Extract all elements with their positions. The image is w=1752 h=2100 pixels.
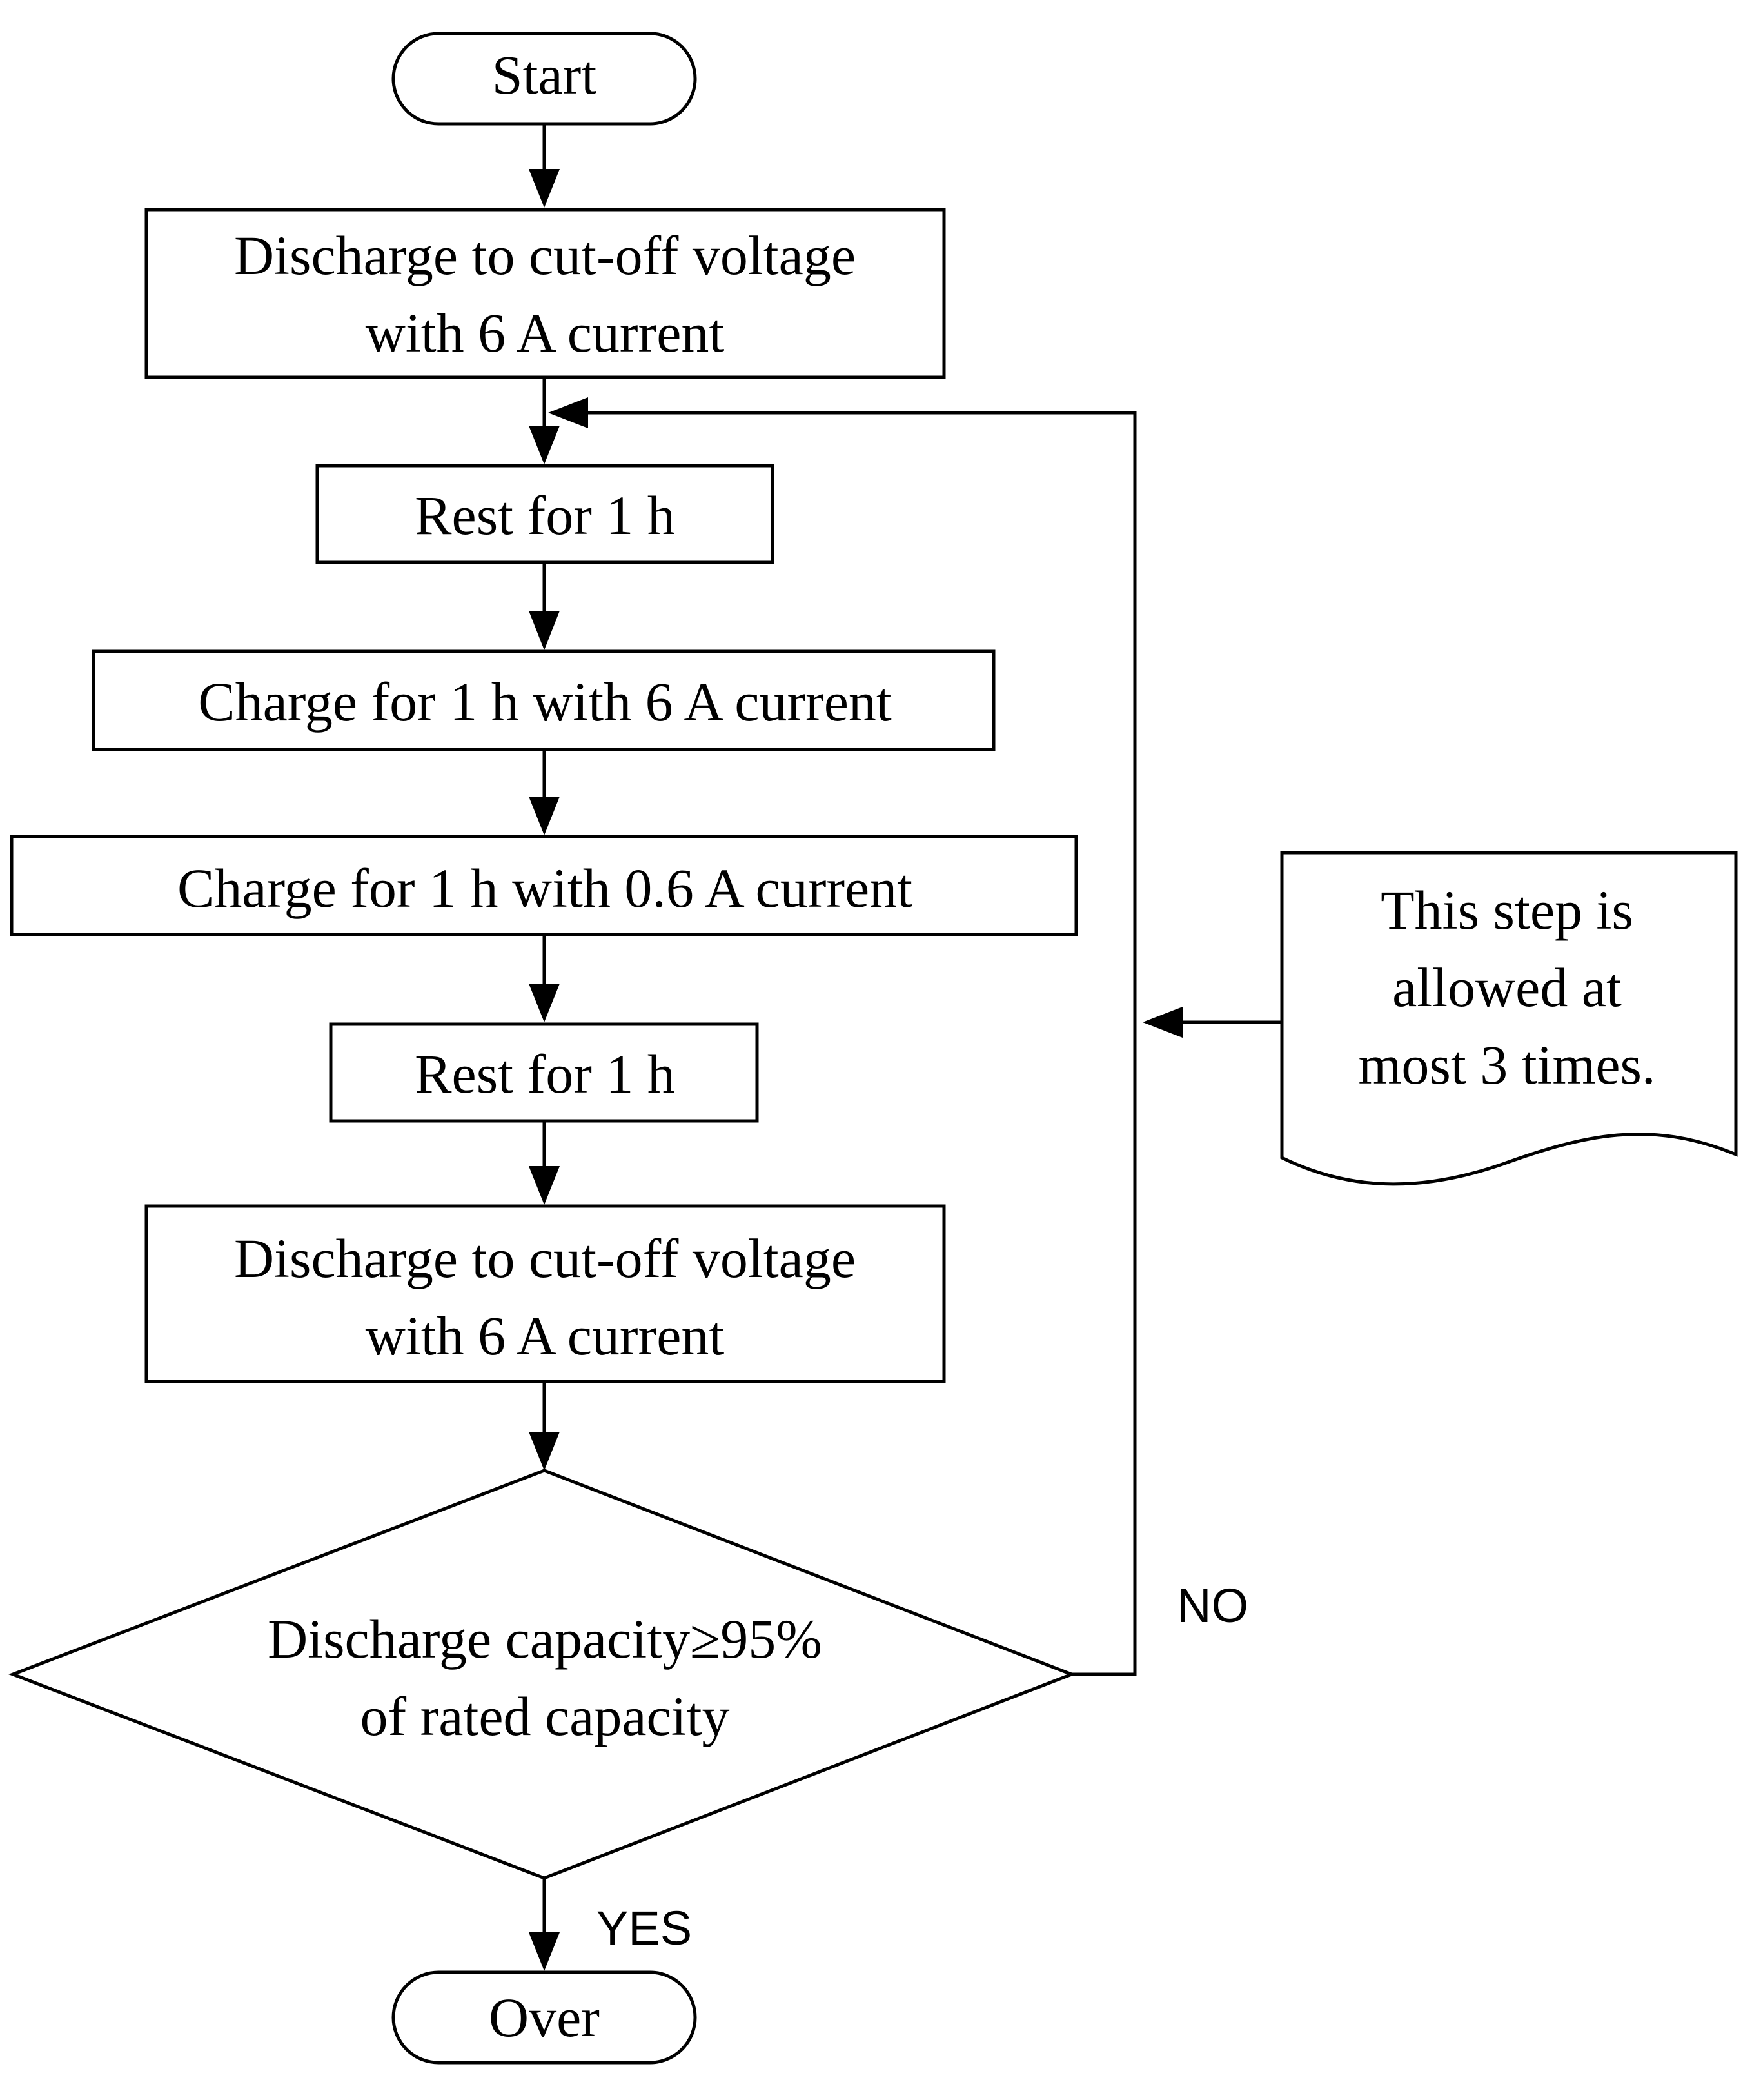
decision-line1: Discharge capacity≥95% (268, 1608, 822, 1670)
no-label: NO (1177, 1579, 1248, 1632)
arrow-start-to-discharge (529, 124, 560, 208)
discharge-step-1: Discharge to cut-off voltage with 6 A cu… (144, 208, 946, 379)
over-label: Over (489, 1986, 600, 2048)
discharge-step-2: Discharge to cut-off voltage with 6 A cu… (144, 1204, 946, 1383)
arrow-rest-to-discharge (529, 1121, 560, 1205)
arrow-note-to-loop (1143, 1007, 1282, 1038)
over-terminal: Over (391, 1970, 697, 2065)
rest-step-2-label: Rest for 1 h (415, 1043, 675, 1105)
arrow-charge-to-rest (529, 935, 560, 1022)
arrow-rest-to-charge (529, 562, 560, 650)
arrow-charge-to-charge (529, 749, 560, 835)
charge-step-0-6a-label: Charge for 1 h with 0.6 A current (177, 857, 912, 919)
decision-line2: of rated capacity (360, 1685, 730, 1747)
rest-step-1: Rest for 1 h (315, 464, 774, 564)
yes-label: YES (596, 1901, 692, 1955)
charge-step-6a-label: Charge for 1 h with 6 A current (198, 671, 892, 733)
rest-step-1-label: Rest for 1 h (415, 484, 675, 546)
note-line1: This step is (1381, 879, 1633, 941)
discharge-step-2-line2: with 6 A current (366, 1305, 725, 1367)
charge-step-0-6a: Charge for 1 h with 0.6 A current (10, 835, 1078, 936)
note-line2: allowed at (1392, 956, 1622, 1018)
arrow-discharge-to-decision (529, 1382, 560, 1471)
discharge-step-1-line2: with 6 A current (366, 302, 725, 364)
capacity-decision: Discharge capacity≥95% of rated capacity (8, 1469, 1076, 1880)
charge-step-6a: Charge for 1 h with 6 A current (92, 649, 996, 751)
arrow-discharge-to-rest (529, 377, 560, 464)
discharge-step-2-line1: Discharge to cut-off voltage (234, 1227, 856, 1289)
no-branch-loop: NO (548, 397, 1248, 1676)
start-terminal: Start (391, 32, 697, 126)
start-label: Start (492, 44, 597, 106)
rest-step-2: Rest for 1 h (329, 1022, 759, 1123)
note-line3: most 3 times. (1358, 1034, 1655, 1096)
yes-branch: YES (529, 1878, 692, 1971)
discharge-step-1-line1: Discharge to cut-off voltage (234, 224, 856, 286)
loop-limit-note: This step is allowed at most 3 times. (1280, 851, 1738, 1186)
